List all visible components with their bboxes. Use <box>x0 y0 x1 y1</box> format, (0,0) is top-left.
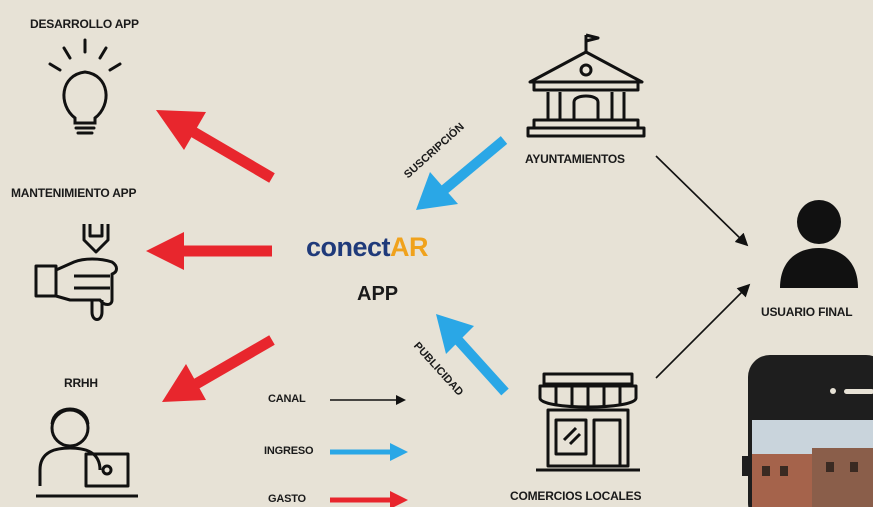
legend-gasto-label: GASTO <box>268 493 306 505</box>
arrow-publicidad <box>436 314 509 396</box>
label-desarrollo-app: DESARROLLO APP <box>30 17 139 31</box>
brand-part-2: AR <box>390 232 429 262</box>
arrow-to-rrhh <box>162 335 275 402</box>
canal-arrows <box>655 155 751 379</box>
label-comercios-locales: COMERCIOS LOCALES <box>510 489 642 503</box>
smartphone-icon <box>742 355 873 507</box>
brand-part-1: conect <box>306 232 391 262</box>
user-icon <box>780 200 858 288</box>
gasto-arrows <box>146 110 275 402</box>
shop-icon <box>536 372 640 472</box>
label-rrhh: RRHH <box>64 376 98 390</box>
label-mantenimiento-app: MANTENIMIENTO APP <box>11 186 137 200</box>
worker-laptop-icon <box>36 407 138 498</box>
arrow-suscripcion <box>416 136 508 210</box>
legend-gasto-arrow <box>330 491 408 507</box>
town-hall-icon <box>526 33 646 138</box>
label-usuario-final: USUARIO FINAL <box>761 305 853 319</box>
brand-logo: conectAR <box>306 232 429 263</box>
arrow-to-mantenimiento <box>146 232 272 270</box>
arrow-to-desarrollo <box>156 110 275 183</box>
legend-canal-label: CANAL <box>268 393 306 405</box>
label-ayuntamientos: AYUNTAMIENTOS <box>525 152 625 166</box>
legend-canal-arrow <box>330 395 406 405</box>
wrench-hand-icon <box>34 224 118 321</box>
ingreso-arrows <box>416 136 509 396</box>
legend-ingreso-label: INGRESO <box>264 445 314 457</box>
lightbulb-icon <box>48 38 122 135</box>
label-app: APP <box>357 283 399 305</box>
legend-ingreso-arrow <box>330 443 408 461</box>
